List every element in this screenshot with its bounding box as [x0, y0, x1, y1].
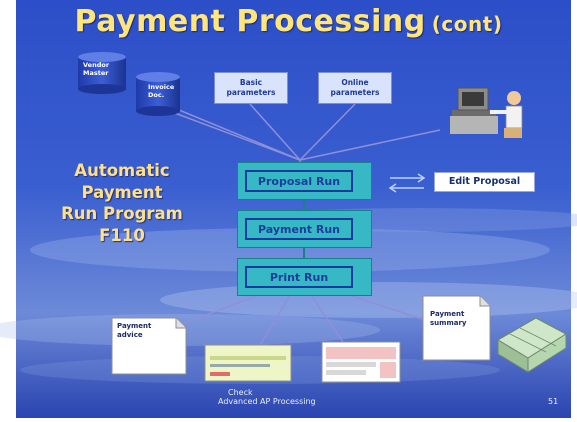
title-main: Payment Processing	[74, 4, 426, 39]
payment-summary-doc-icon	[422, 295, 491, 361]
footer-text: Advanced AP Processing	[218, 397, 316, 406]
user-at-computer-icon	[450, 87, 523, 138]
online-parameters-box: Online parameters	[318, 72, 392, 104]
money-stack-icon	[497, 317, 567, 373]
check-label: Check	[228, 388, 253, 397]
automatic-payment-run-label: Automatic Payment Run Program F110	[61, 161, 183, 245]
payment-advice-doc-icon	[111, 317, 187, 375]
vendor-master-db-icon	[78, 52, 126, 94]
payment-advice-label: Payment advice	[117, 322, 152, 339]
edit-proposal-box: Edit Proposal	[434, 172, 535, 192]
basic-parameters-box: Basic parameters	[214, 72, 288, 104]
print-run-label: Print Run	[245, 266, 353, 288]
remittance-form-icon	[321, 341, 401, 383]
edit-arrows	[388, 173, 426, 193]
title-cont: (cont)	[431, 12, 503, 36]
check-doc-icon	[204, 344, 292, 382]
payment-summary-label: Payment summary	[430, 310, 467, 327]
proposal-run-box: Proposal Run	[237, 162, 372, 200]
proposal-run-label: Proposal Run	[245, 170, 353, 192]
page-number: 51	[548, 397, 559, 406]
invoice-doc-db-icon	[136, 72, 180, 116]
slide-title: Payment Processing (cont)	[0, 4, 577, 39]
payment-run-label: Payment Run	[245, 218, 353, 240]
print-run-box: Print Run	[237, 258, 372, 296]
vendor-master-label: Vendor Master	[83, 61, 110, 77]
invoice-doc-label: Invoice Doc.	[148, 83, 175, 99]
payment-run-box: Payment Run	[237, 210, 372, 248]
